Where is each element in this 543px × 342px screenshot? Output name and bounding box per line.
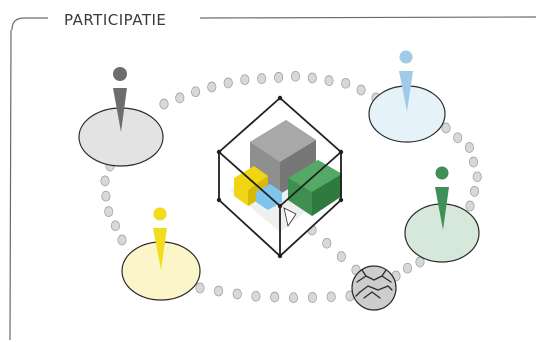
- connection-dot: [341, 77, 351, 89]
- connection-dot: [472, 171, 482, 183]
- cube-building-icon: [216, 95, 344, 259]
- connection-dot: [100, 175, 110, 187]
- connection-dot: [240, 74, 250, 86]
- connection-dot: [356, 84, 366, 96]
- connection-dot: [159, 98, 169, 110]
- connection-dot: [307, 292, 317, 303]
- connection-dot: [326, 291, 336, 303]
- connection-dot: [223, 77, 233, 89]
- participant-gray-head: [113, 67, 127, 81]
- page-title: PARTICIPATIE: [60, 8, 171, 32]
- connection-dot: [214, 285, 224, 297]
- participant-gray-body: [113, 88, 127, 132]
- participant-green-body: [435, 187, 449, 230]
- connection-dot: [101, 190, 111, 202]
- participant-green-head: [435, 166, 449, 180]
- participant-yellow-head: [153, 207, 167, 221]
- connection-dot: [257, 73, 267, 84]
- connection-dot: [441, 122, 451, 134]
- connection-dot: [232, 288, 242, 300]
- connection-dot: [270, 291, 280, 303]
- participant-blue-body: [399, 71, 413, 112]
- connection-dot: [175, 92, 185, 104]
- connection-dot: [251, 290, 261, 302]
- connection-dot: [453, 132, 463, 144]
- participant-yellow: [121, 207, 201, 301]
- connection-dot: [195, 282, 205, 294]
- connection-dot: [322, 237, 332, 249]
- dotted-connection-paths: [100, 70, 482, 304]
- connection-dot: [465, 200, 475, 212]
- connection-dot: [402, 262, 413, 274]
- connection-dot: [464, 142, 474, 153]
- handshake-icon: [351, 265, 397, 311]
- participant-green: [404, 166, 480, 263]
- connection-dot: [307, 72, 317, 84]
- connection-dot: [290, 70, 301, 82]
- connection-dot: [104, 206, 114, 217]
- participant-blue-head: [399, 50, 413, 64]
- connection-dot: [288, 292, 299, 304]
- frame-border: [9, 16, 537, 341]
- connection-dot: [274, 72, 284, 83]
- connection-dot: [191, 86, 201, 98]
- connection-dot: [336, 251, 346, 262]
- connection-dot: [117, 234, 127, 246]
- participant-gray: [78, 67, 164, 167]
- connection-dot: [469, 186, 480, 197]
- connection-dot: [110, 220, 120, 232]
- connection-dot: [324, 75, 334, 86]
- connection-dot: [207, 81, 217, 93]
- connection-dot: [468, 156, 479, 168]
- participant-yellow-body: [153, 228, 167, 270]
- participant-blue: [368, 50, 446, 143]
